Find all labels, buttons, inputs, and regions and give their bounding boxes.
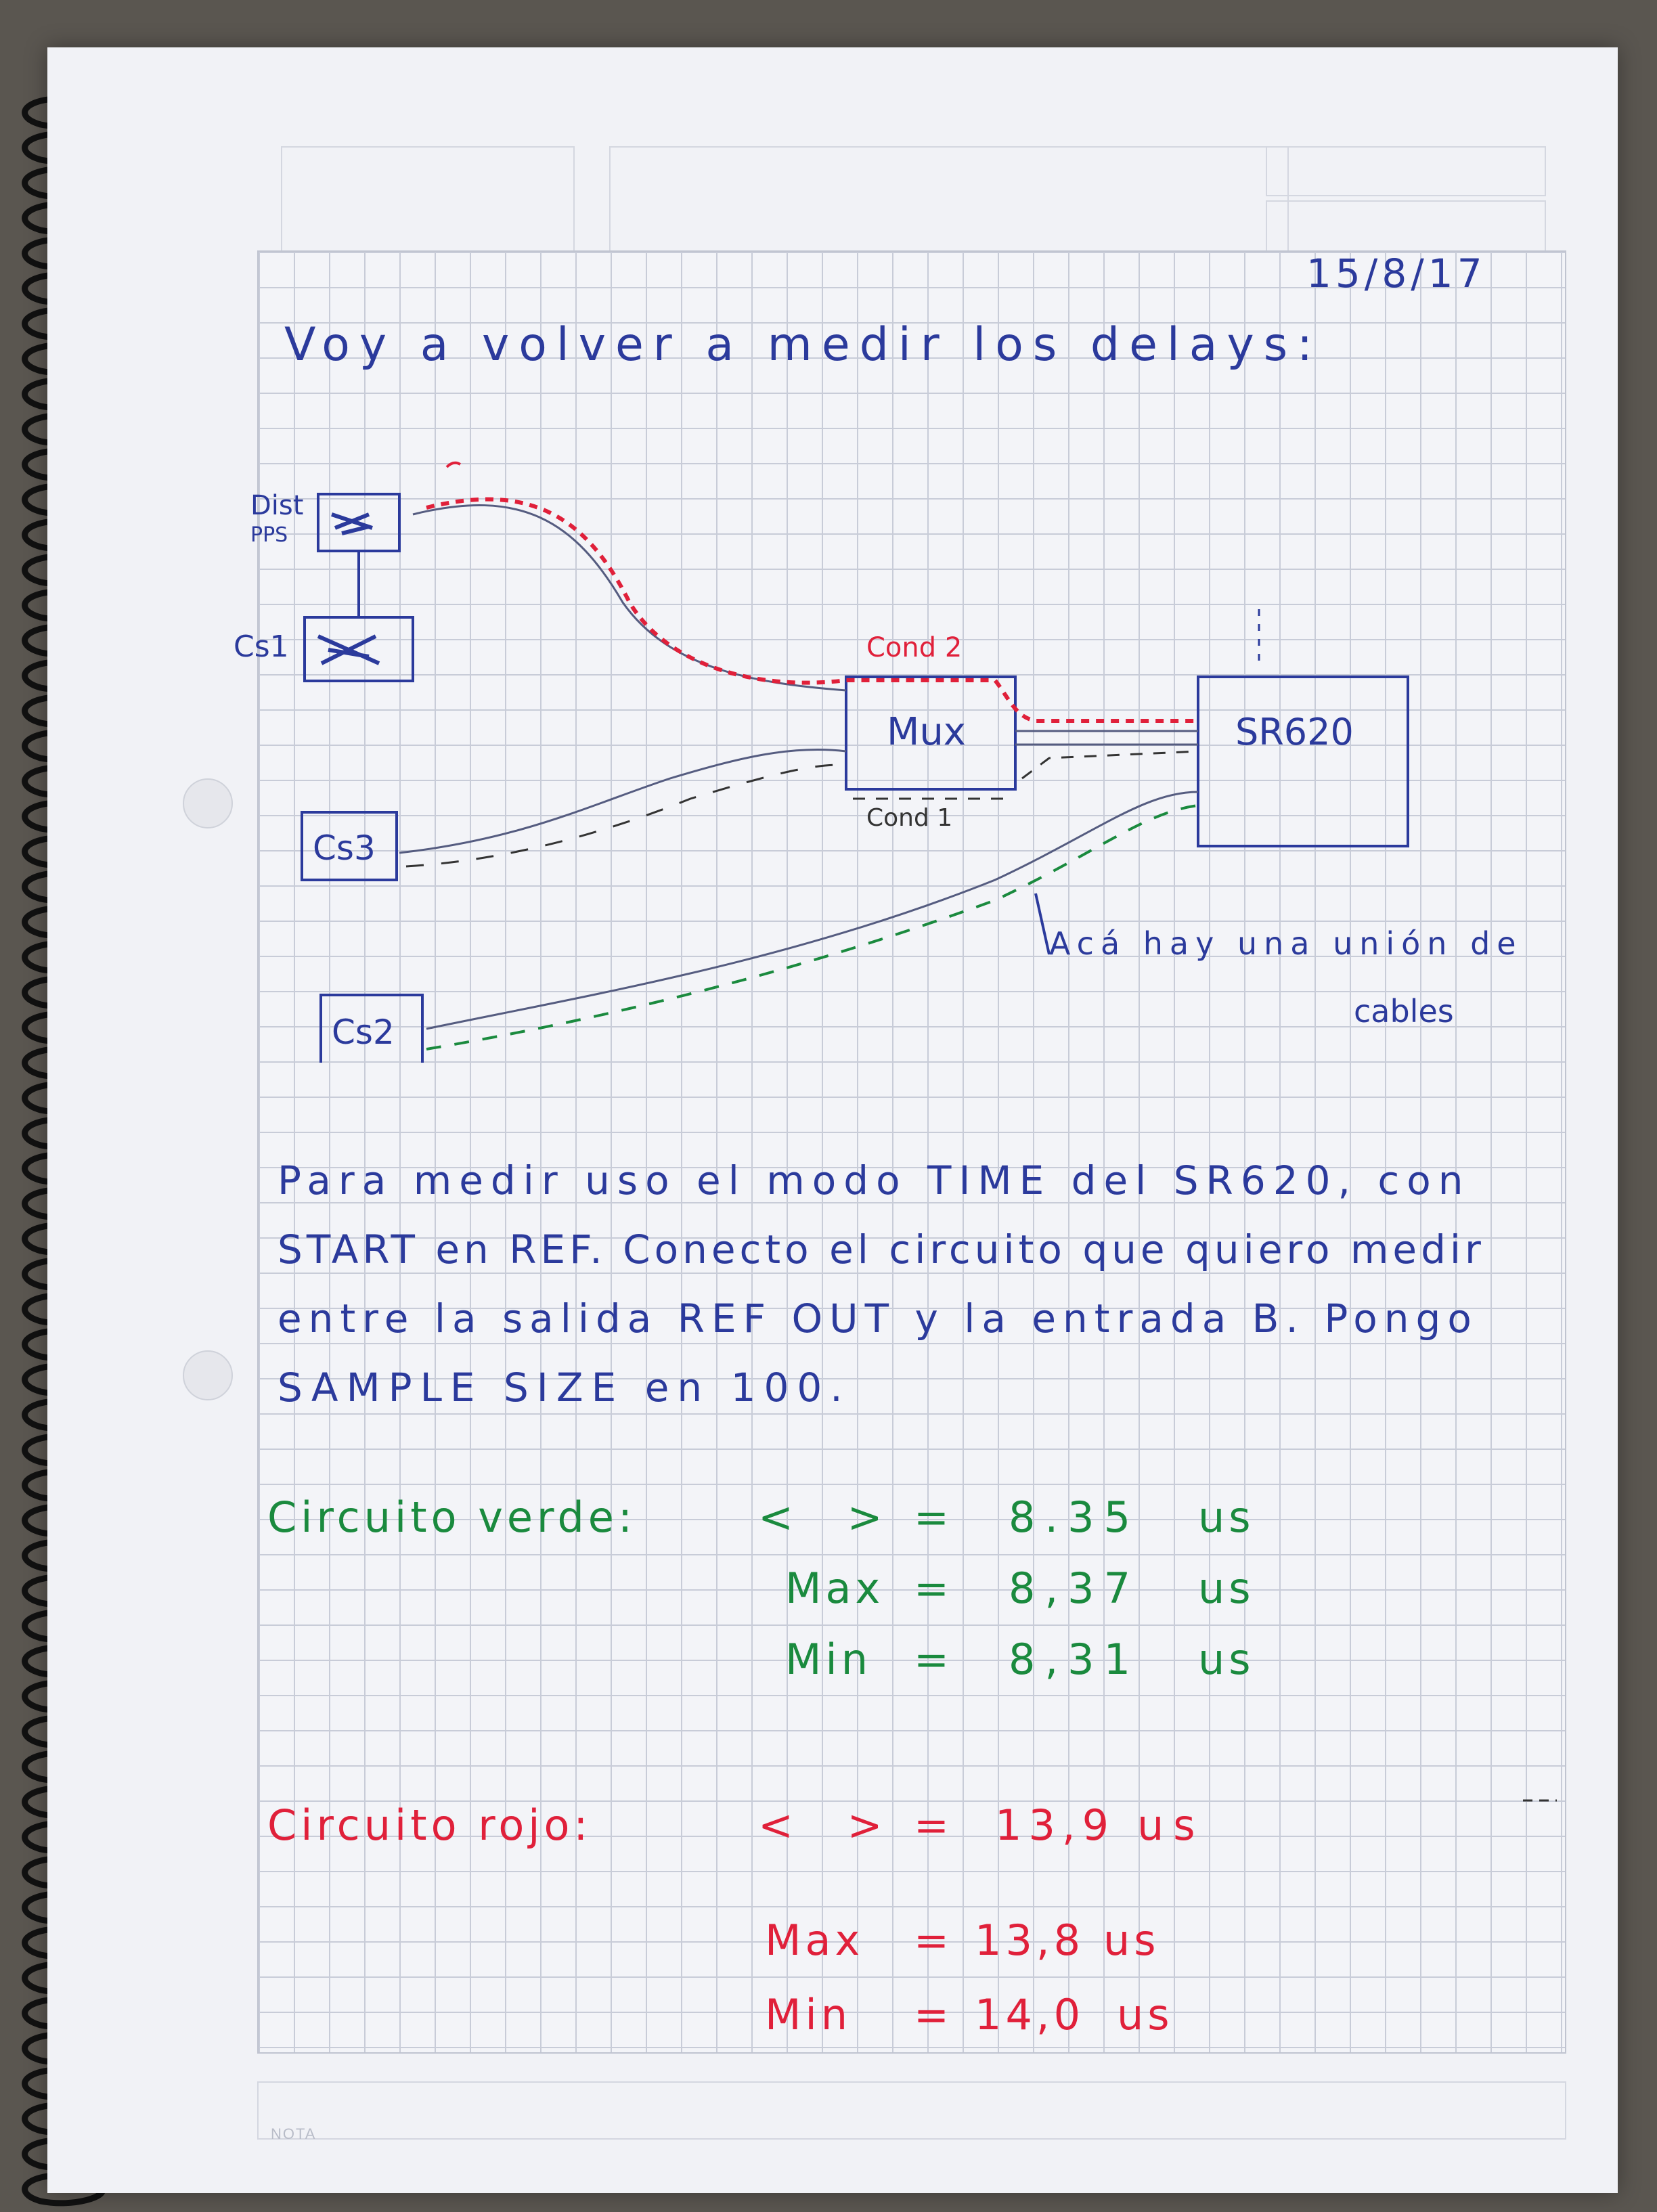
cond1-under-mux bbox=[853, 750, 1199, 800]
notebook-page: NOTA 15/8/17 Voy a volver a medir los de… bbox=[47, 47, 1618, 2193]
green-title: Circuito verde: bbox=[267, 1492, 636, 1542]
paragraph-line-1: Para medir uso el modo TIME del SR620, c… bbox=[278, 1157, 1471, 1203]
paragraph-line-2: START en REF. Conecto el circuito que qu… bbox=[278, 1226, 1485, 1273]
union-arrow bbox=[1034, 893, 1051, 955]
cable-cs2-sr620 bbox=[426, 791, 1199, 1030]
union-note-line1: Acá hay una unión de bbox=[1049, 925, 1523, 962]
red-circuit-path bbox=[426, 497, 1198, 723]
red-row-min-label: Min bbox=[765, 1990, 852, 2039]
red-row-avg-unit: us bbox=[1137, 1800, 1205, 1850]
cond2-label: Cond 2 bbox=[866, 632, 962, 663]
wiring-diagram: Dist PPS Cs1 Cs3 Cs2 Mux SR620 Cond 1 Co… bbox=[234, 461, 1523, 1063]
red-mark bbox=[445, 461, 462, 468]
green-row-avg-eq: = bbox=[914, 1492, 953, 1542]
mux-box bbox=[845, 676, 1017, 791]
union-note-line2: cables bbox=[1354, 993, 1454, 1030]
green-row-max-label: Max bbox=[785, 1564, 885, 1613]
green-row-min-label: Min bbox=[785, 1635, 872, 1684]
paragraph-line-3: entre la salida REF OUT y la entrada B. … bbox=[278, 1296, 1478, 1342]
green-row-avg-label: < > bbox=[758, 1492, 903, 1542]
green-row-avg-unit: us bbox=[1198, 1492, 1255, 1542]
sr620-label: SR620 bbox=[1235, 711, 1354, 753]
cs1-box bbox=[303, 616, 414, 682]
red-row-max-unit: us bbox=[1103, 1916, 1160, 1965]
margin-marks bbox=[1523, 1799, 1557, 1802]
cond1-dashed-path bbox=[405, 764, 840, 868]
green-row-min-unit: us bbox=[1198, 1635, 1255, 1684]
cond1-label: Cond 1 bbox=[866, 804, 952, 832]
green-circuit-path bbox=[426, 804, 1199, 1050]
header-box-right-top bbox=[1266, 146, 1546, 196]
red-row-avg-value: 13,9 bbox=[995, 1800, 1116, 1850]
dist-label: Dist bbox=[250, 490, 303, 521]
sr620-box bbox=[1197, 676, 1409, 847]
red-row-max-eq: = bbox=[914, 1916, 953, 1965]
nota-label: NOTA bbox=[271, 2125, 317, 2142]
red-row-min-eq: = bbox=[914, 1990, 953, 2039]
paragraph-line-4: SAMPLE SIZE en 100. bbox=[278, 1365, 851, 1411]
cs2-label: Cs2 bbox=[332, 1013, 395, 1052]
red-row-max-value: 13,8 bbox=[975, 1916, 1085, 1965]
green-row-max-eq: = bbox=[914, 1564, 953, 1613]
red-title: Circuito rojo: bbox=[267, 1800, 592, 1850]
punch-hole-bottom bbox=[183, 1350, 233, 1400]
mux-label: Mux bbox=[887, 710, 966, 754]
red-row-min-value: 14,0 bbox=[975, 1990, 1085, 2039]
green-row-max-value: 8,37 bbox=[1009, 1564, 1141, 1613]
pps-label: PPS bbox=[250, 523, 288, 547]
grid-area bbox=[257, 250, 1566, 2054]
cs3-label: Cs3 bbox=[313, 828, 376, 868]
cs3-box bbox=[301, 811, 398, 881]
dist-scribble bbox=[331, 512, 373, 535]
heading-text: Voy a volver a medir los delays: bbox=[284, 318, 1323, 372]
red-row-avg-eq: = bbox=[914, 1800, 953, 1850]
cs2-box bbox=[319, 994, 424, 1063]
red-row-max-label: Max bbox=[765, 1916, 864, 1965]
date-text: 15/8/17 bbox=[1306, 250, 1486, 296]
red-row-avg-label: < > bbox=[758, 1800, 903, 1850]
nota-box bbox=[257, 2081, 1566, 2140]
green-row-min-value: 8,31 bbox=[1009, 1635, 1141, 1684]
green-row-avg-value: 8.35 bbox=[1009, 1492, 1141, 1542]
cs1-label: Cs1 bbox=[234, 629, 289, 664]
punch-hole-top bbox=[183, 778, 233, 828]
cable-cs3-mux bbox=[399, 748, 847, 854]
green-row-min-eq: = bbox=[914, 1635, 953, 1684]
green-row-max-unit: us bbox=[1198, 1564, 1255, 1613]
cs1-scribble bbox=[317, 634, 380, 665]
red-row-min-unit: us bbox=[1117, 1990, 1174, 2039]
